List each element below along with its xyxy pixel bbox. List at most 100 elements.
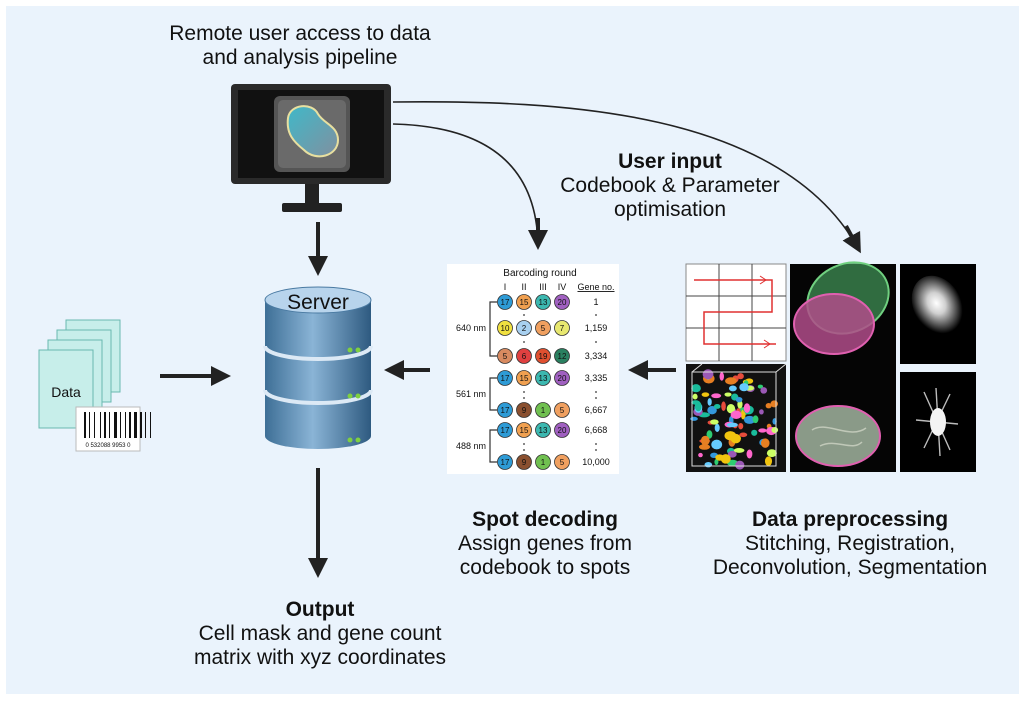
codebook-spot: 17 <box>497 402 513 418</box>
svg-text:10: 10 <box>501 324 510 333</box>
gene-number: 3,335 <box>585 373 608 383</box>
svg-text:15: 15 <box>520 426 529 435</box>
svg-text:1: 1 <box>541 406 546 415</box>
barcode-digits: 0 532088 9953 0 <box>85 443 131 449</box>
codebook-spot: 20 <box>554 294 570 310</box>
svg-text:5: 5 <box>560 458 565 467</box>
gene-number: 6,667 <box>585 405 608 415</box>
wavelength-bracket <box>489 429 497 463</box>
round-label: III <box>539 282 547 292</box>
svg-text:17: 17 <box>501 374 510 383</box>
svg-text:17: 17 <box>501 458 510 467</box>
wavelength-bracket <box>489 377 497 411</box>
svg-text:20: 20 <box>558 298 567 307</box>
svg-text:19: 19 <box>539 352 548 361</box>
codebook-spot: 6 <box>516 348 532 364</box>
round-label: I <box>504 282 507 292</box>
svg-text:5: 5 <box>541 324 546 333</box>
arrow-monitor-to-preprocessing <box>392 101 861 254</box>
data-preprocessing-title: Data preprocessing <box>751 508 949 531</box>
codebook-table <box>447 264 619 474</box>
codebook-spot: 9 <box>516 402 532 418</box>
codebook-spot: 1 <box>535 402 551 418</box>
codebook-spot: 2 <box>516 320 532 336</box>
server-label: Server <box>287 291 349 314</box>
deconvolution-image-bottom <box>900 372 976 472</box>
codebook-spot: 13 <box>535 370 551 386</box>
codebook-spot: 20 <box>554 422 570 438</box>
svg-text:9: 9 <box>522 458 527 467</box>
monitor-icon <box>231 84 391 212</box>
svg-text:17: 17 <box>501 426 510 435</box>
codebook-spot: 1 <box>535 454 551 470</box>
codebook-spot: 10 <box>497 320 513 336</box>
codebook-spot: 9 <box>516 454 532 470</box>
svg-text:20: 20 <box>558 426 567 435</box>
stitching-grid-image <box>685 263 787 362</box>
round-label: II <box>521 282 526 292</box>
wavelength-bracket <box>489 301 497 357</box>
svg-text:15: 15 <box>520 298 529 307</box>
codebook-spot: 5 <box>497 348 513 364</box>
data-preprocessing-label: Data preprocessing Stitching, Registrati… <box>690 508 1010 580</box>
wavelength-label: 488 nm <box>456 441 486 451</box>
codebook-spot: 15 <box>516 422 532 438</box>
gene-number: 6,668 <box>585 425 608 435</box>
data-preprocessing-line-1: Stitching, Registration, <box>744 532 956 555</box>
svg-text:12: 12 <box>558 352 567 361</box>
svg-text:9: 9 <box>522 406 527 415</box>
codebook-spot: 19 <box>535 348 551 364</box>
remote-access-line-1: Remote user access to data <box>169 22 431 45</box>
output-line-2: matrix with xyz coordinates <box>193 646 447 669</box>
round-label: IV <box>558 282 567 292</box>
spot-decoding-label: Spot decoding Assign genes from codebook… <box>430 508 660 580</box>
barcode-icon: 0 532088 9953 0 <box>75 406 151 452</box>
svg-text:7: 7 <box>560 324 565 333</box>
codebook-spot: 17 <box>497 294 513 310</box>
svg-text:2: 2 <box>522 324 527 333</box>
svg-text:6: 6 <box>522 352 527 361</box>
spot-decoding-line-1: Assign genes from <box>458 532 632 555</box>
codebook-spot: 15 <box>516 370 532 386</box>
svg-text:13: 13 <box>539 426 548 435</box>
codebook-header: Barcoding round <box>503 268 576 279</box>
svg-text:15: 15 <box>520 374 529 383</box>
wavelength-label: 640 nm <box>456 323 486 333</box>
user-input-title: User input <box>618 150 722 173</box>
svg-text:13: 13 <box>539 374 548 383</box>
spot-decoding-line-2: codebook to spots <box>459 556 631 579</box>
svg-text:1: 1 <box>541 458 546 467</box>
output-title: Output <box>285 598 355 621</box>
codebook-spot: 5 <box>535 320 551 336</box>
codebook-spot: 5 <box>554 454 570 470</box>
data-files-icon <box>38 319 121 429</box>
remote-access-line-2: and analysis pipeline <box>202 46 398 69</box>
arrow-monitor-to-codebook <box>392 123 548 250</box>
user-input-line-2: optimisation <box>613 198 727 221</box>
svg-text:5: 5 <box>503 352 508 361</box>
gene-number: 10,000 <box>582 457 610 467</box>
svg-text:17: 17 <box>501 406 510 415</box>
server-database-icon <box>263 286 373 449</box>
user-input-label: User input Codebook & Parameter optimisa… <box>520 150 820 222</box>
spot-decoding-title: Spot decoding <box>472 508 618 531</box>
gene-number: 3,334 <box>585 351 608 361</box>
codebook-spot: 20 <box>554 370 570 386</box>
svg-text:20: 20 <box>558 374 567 383</box>
segmentation-3d-image <box>686 363 787 472</box>
deconvolution-image-top <box>900 264 976 364</box>
svg-text:5: 5 <box>560 406 565 415</box>
wavelength-label: 561 nm <box>456 389 486 399</box>
remote-access-label: Remote user access to data and analysis … <box>120 22 480 70</box>
gene-number: 1 <box>593 297 598 307</box>
gene-number: 1,159 <box>585 323 608 333</box>
data-label: Data <box>51 384 81 400</box>
codebook-spot: 12 <box>554 348 570 364</box>
codebook-spot: 15 <box>516 294 532 310</box>
svg-text:13: 13 <box>539 298 548 307</box>
codebook-spot: 13 <box>535 294 551 310</box>
codebook-spot: 17 <box>497 454 513 470</box>
output-label: Output Cell mask and gene count matrix w… <box>170 598 470 670</box>
codebook-spot: 5 <box>554 402 570 418</box>
